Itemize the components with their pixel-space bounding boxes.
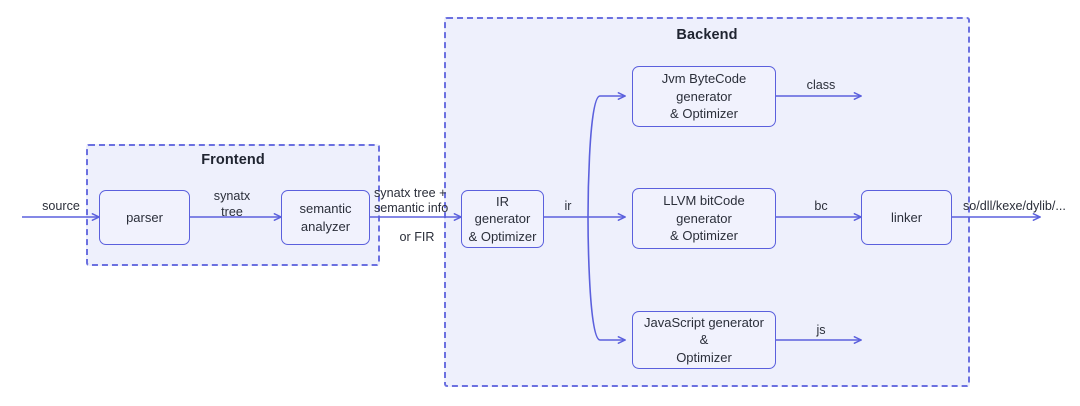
node-javascript-generator-line1: JavaScript generator & [644, 314, 764, 348]
group-frontend-title: Frontend [201, 152, 265, 168]
edge-label-js: js [816, 323, 826, 337]
edge-label-frontend-output-line2: semantic info [374, 201, 449, 215]
node-llvm-bitcode-generator[interactable]: LLVM bitCode generator & Optimizer [632, 188, 776, 249]
edge-label-source: source [42, 199, 80, 213]
edge-label-class: class [806, 78, 836, 92]
edge-label-frontend-output-line3: or FIR [399, 230, 435, 244]
node-parser-label: parser [126, 209, 163, 225]
node-javascript-generator-line2: Optimizer [676, 349, 732, 365]
node-linker-label: linker [890, 209, 923, 225]
edge-ir-to-javascript [587, 216, 626, 344]
edge-label-syntax-tree-line2: tree [221, 205, 243, 219]
edge-ir-to-jvm [587, 92, 626, 218]
edge-label-frontend-output-line1: synatx tree + [374, 186, 447, 200]
node-llvm-bitcode-generator-line2: & Optimizer [670, 228, 738, 244]
node-jvm-bytecode-generator[interactable]: Jvm ByteCode generator & Optimizer [632, 66, 776, 127]
edge-label-final-output: so/dll/kexe/dylib/... [963, 199, 1066, 213]
node-ir-generator-line2: & Optimizer [468, 228, 537, 244]
node-semantic-analyzer-line2: analyzer [300, 218, 351, 234]
node-semantic-analyzer-line1: semantic [299, 200, 352, 216]
node-ir-generator-line1: IR generator [474, 193, 531, 227]
node-llvm-bitcode-generator-line1: LLVM bitCode generator [663, 193, 745, 226]
node-jvm-bytecode-generator-line1: Jvm ByteCode generator [661, 71, 747, 104]
node-jvm-bytecode-generator-line2: & Optimizer [670, 106, 738, 122]
node-parser[interactable]: parser [99, 190, 190, 245]
node-semantic-analyzer[interactable]: semantic analyzer [281, 190, 370, 245]
edge-label-bc: bc [814, 199, 828, 213]
node-linker[interactable]: linker [861, 190, 952, 245]
group-backend-title: Backend [676, 27, 738, 43]
edge-label-ir: ir [564, 199, 572, 213]
edge-label-syntax-tree-line1: synatx [213, 189, 251, 203]
node-ir-generator[interactable]: IR generator & Optimizer [461, 190, 544, 248]
node-javascript-generator[interactable]: JavaScript generator & Optimizer [632, 311, 776, 369]
